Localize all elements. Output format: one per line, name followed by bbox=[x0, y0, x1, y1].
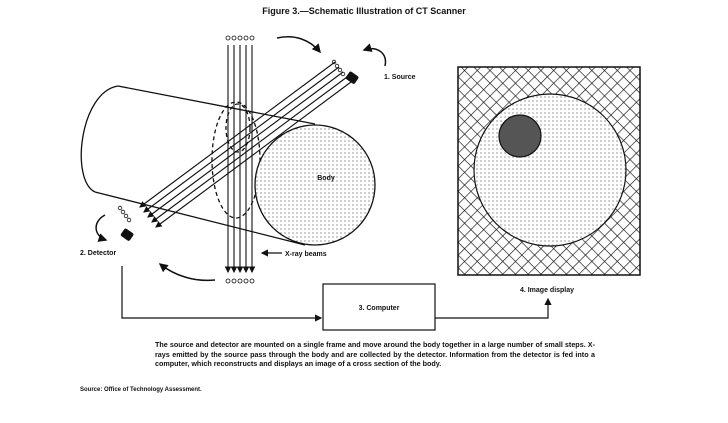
computer-label: 3. Computer bbox=[359, 305, 400, 312]
xray-beams-label: X-ray beams bbox=[285, 251, 327, 258]
image-display bbox=[457, 66, 641, 276]
diagonal-xray-beams bbox=[139, 61, 352, 228]
detector-to-computer-line bbox=[121, 266, 323, 322]
body-dots bbox=[255, 125, 375, 245]
detector-circles bbox=[117, 35, 346, 284]
figure-title: Figure 3.—Schematic Illustration of CT S… bbox=[262, 6, 466, 16]
rotation-arrows bbox=[95, 36, 387, 282]
body-label: Body bbox=[317, 175, 335, 182]
figure-caption: The source and detector are mounted on a… bbox=[155, 340, 595, 368]
computer-to-display-line bbox=[435, 297, 552, 319]
xray-source bbox=[345, 71, 359, 84]
xray-detector bbox=[120, 228, 134, 241]
reconstructed-region bbox=[498, 114, 542, 158]
computer-box bbox=[322, 283, 436, 331]
vertical-xray-beams bbox=[224, 45, 256, 274]
image-display-label: 4. Image display bbox=[520, 287, 574, 294]
detector-label: 2. Detector bbox=[80, 250, 116, 257]
source-label: 1. Source bbox=[384, 74, 416, 81]
source-note: Source: Office of Technology Assessment. bbox=[80, 387, 202, 393]
